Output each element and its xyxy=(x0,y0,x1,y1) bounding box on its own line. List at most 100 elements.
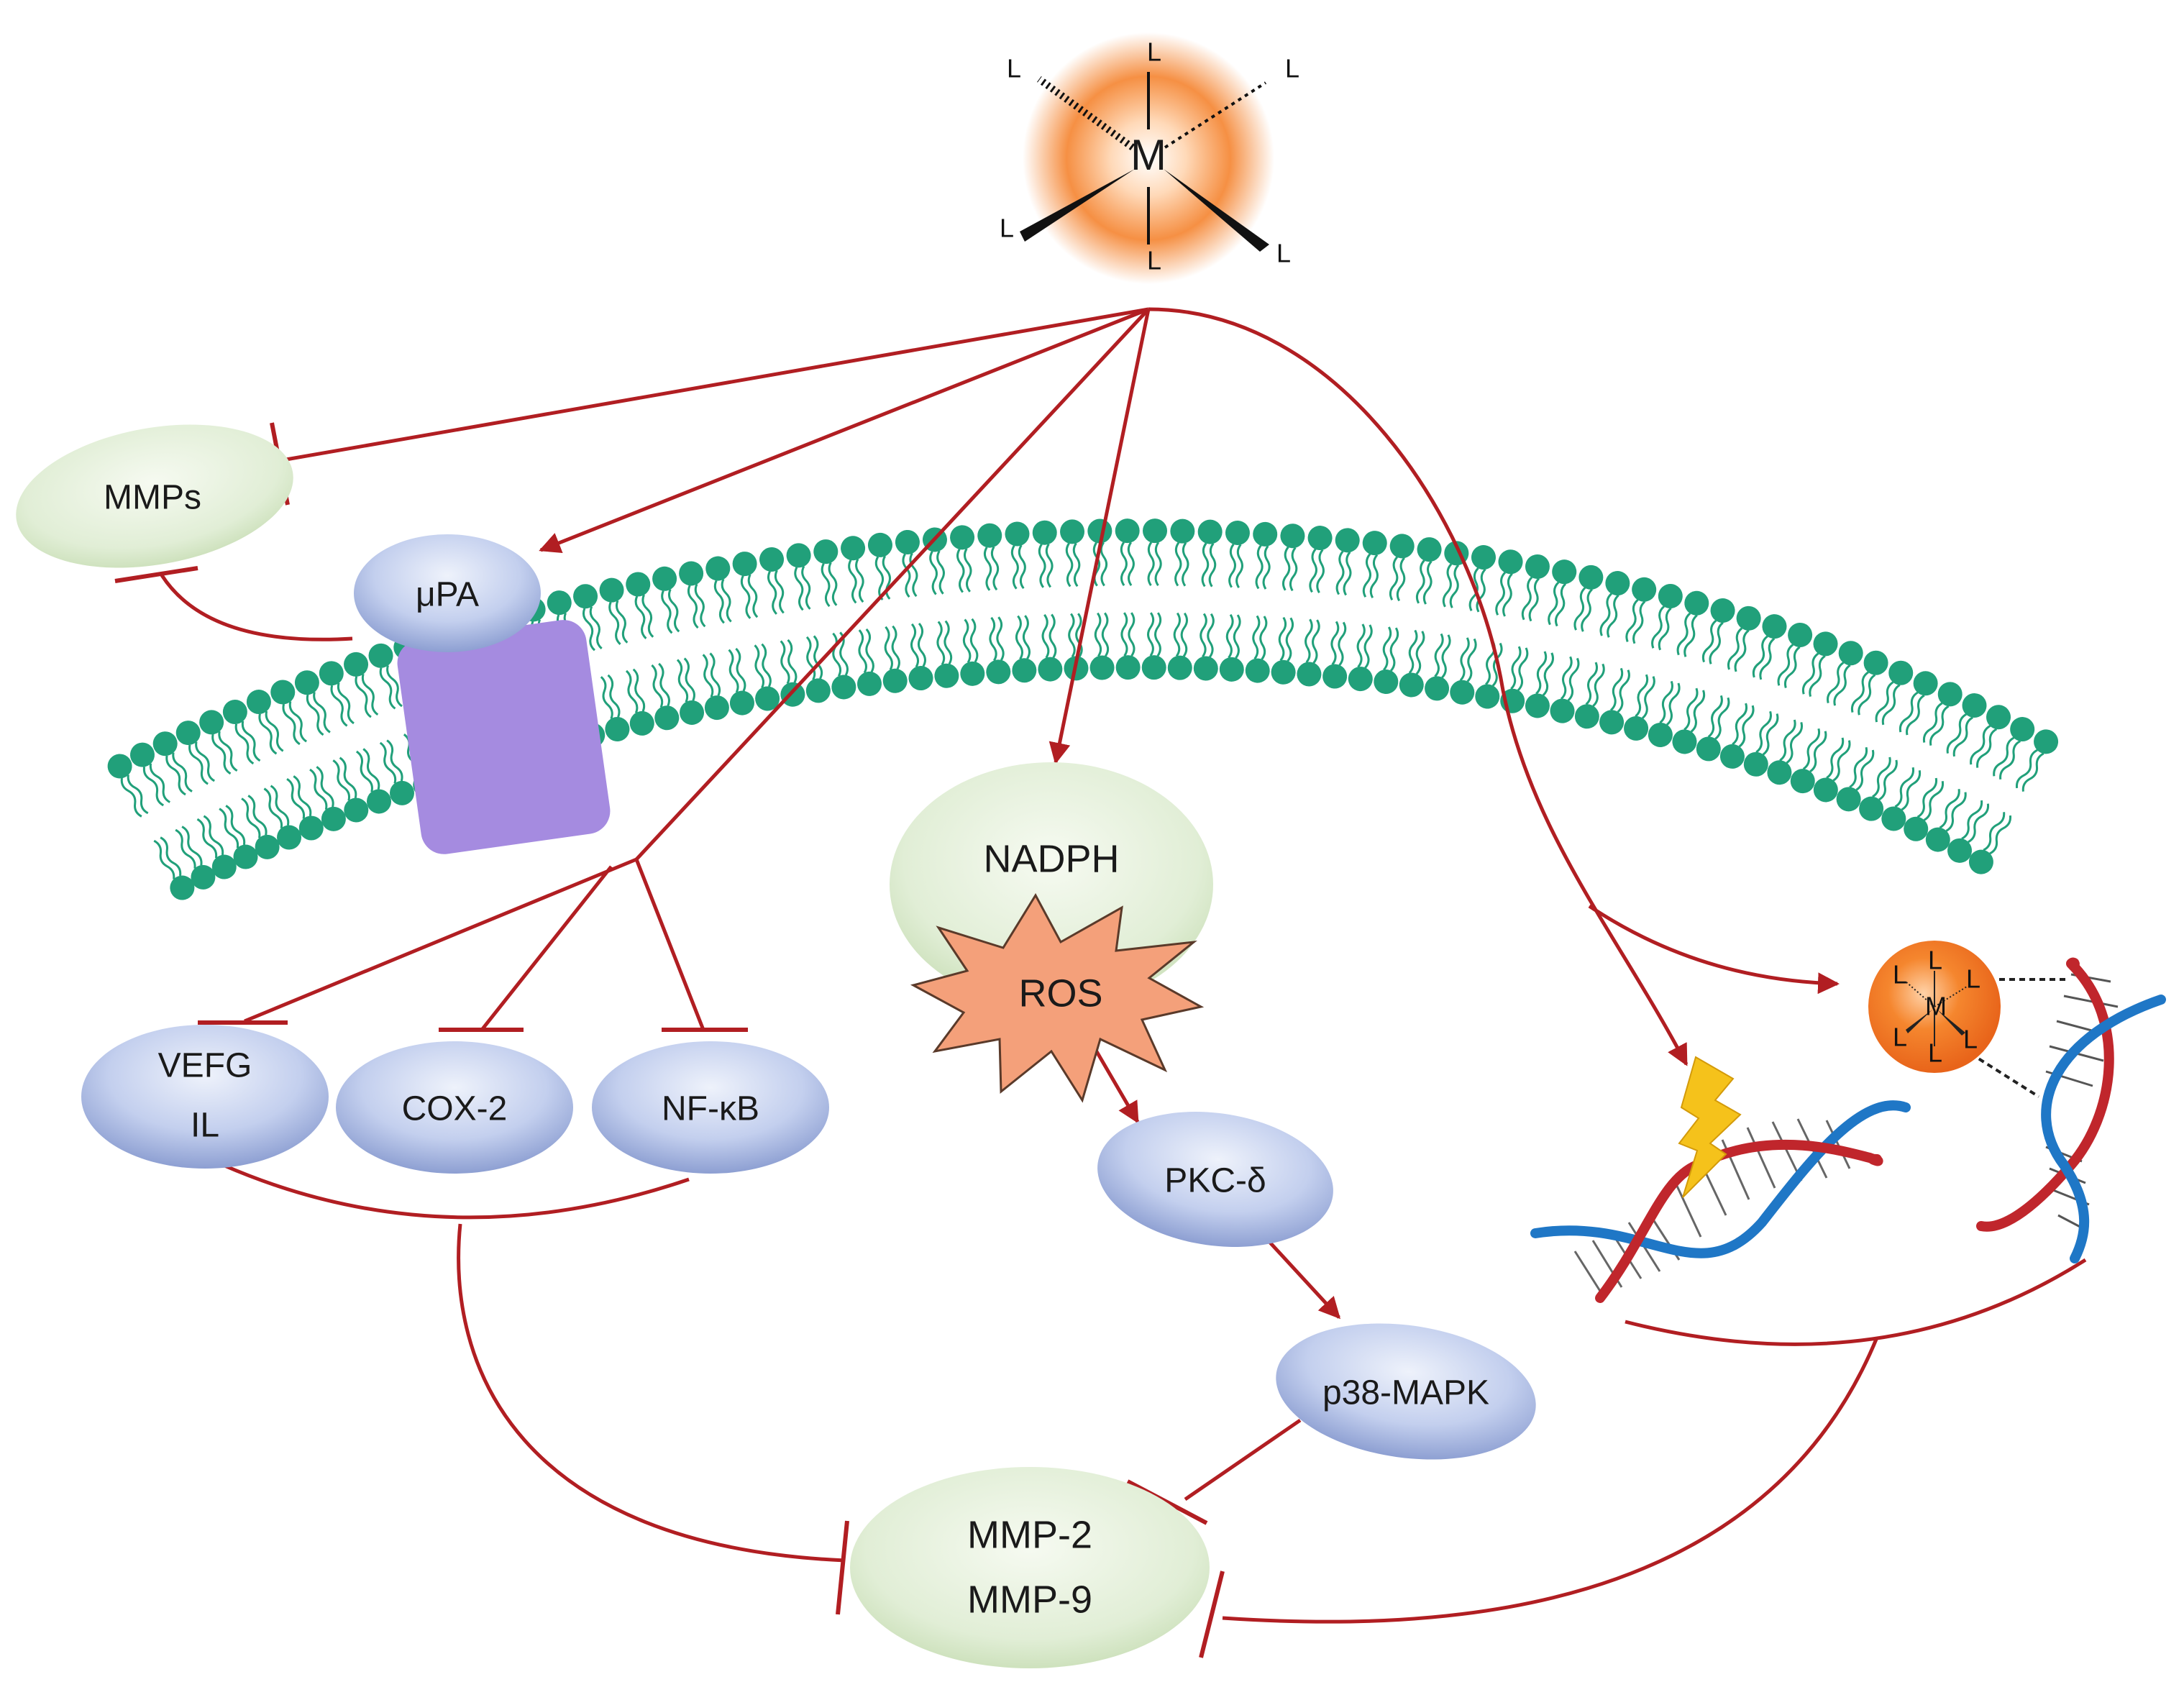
small-ligand-5: L xyxy=(1928,1038,1942,1068)
edge-branch-vegf xyxy=(244,857,637,1023)
ligand-top-left: L xyxy=(1007,54,1021,83)
node-mmps: MMPs xyxy=(16,424,293,568)
bond-hashed-left xyxy=(1037,76,1135,151)
bracket-cytokines xyxy=(222,1163,690,1220)
dna-strand-red-left-tail xyxy=(1865,1153,1883,1166)
edge-branch-cox xyxy=(480,865,613,1031)
edge-branch-nfkb xyxy=(634,859,705,1030)
lipid-inner xyxy=(1087,611,1116,682)
lipid-outer xyxy=(1248,520,1279,591)
dna-damage xyxy=(1530,1056,1911,1303)
ligand-bottom: L xyxy=(1147,246,1161,275)
edge-cytokines-to-mmp xyxy=(457,1223,846,1563)
lipid-inner xyxy=(1166,611,1194,682)
il-label: IL xyxy=(191,1107,219,1145)
lipid-inner xyxy=(1294,617,1327,689)
ligand-bottom-left: L xyxy=(1000,214,1014,243)
lipid-outer xyxy=(1382,531,1417,603)
small-ligand-4: L xyxy=(1893,1023,1907,1052)
lipid-inner xyxy=(1034,613,1064,683)
inhibit-bar-mmps-upa xyxy=(114,566,198,583)
mmps-label: MMPs xyxy=(104,479,201,517)
lipid-inner xyxy=(928,619,961,690)
lipid-outer xyxy=(1031,518,1061,589)
lipid-inner xyxy=(145,832,200,905)
lipid-outer xyxy=(1435,538,1472,611)
edge-complex-to-dna xyxy=(1148,307,1689,1066)
small-ligand-2: L xyxy=(1893,960,1907,989)
edge-complex-to-upa xyxy=(539,307,1149,553)
small-metal-complex: M L L L L L L xyxy=(1868,941,2001,1073)
edges xyxy=(114,307,2087,1658)
bracket-dna xyxy=(1625,1258,2087,1346)
small-ligand-6: L xyxy=(1963,1025,1978,1054)
small-ligand-1: L xyxy=(1928,946,1942,975)
mmp9-label: MMP-9 xyxy=(967,1578,1092,1621)
lipid-inner xyxy=(876,623,910,696)
small-metal-label: M xyxy=(1925,992,1947,1021)
ligand-bottom-right: L xyxy=(1276,239,1291,268)
bond-wedge-right xyxy=(1164,169,1269,252)
lipid-outer xyxy=(783,540,820,613)
lipid-inner xyxy=(955,617,987,688)
lipid-outer xyxy=(1356,528,1389,600)
edge-complex-to-mmps xyxy=(281,307,1149,462)
pkc-label: PKC-δ xyxy=(1164,1162,1266,1200)
lipid-outer xyxy=(1302,524,1335,595)
p38-label: p38-MAPK xyxy=(1322,1374,1489,1412)
lipid-outer xyxy=(838,533,873,605)
lipid-inner xyxy=(1008,613,1038,685)
complex-glow xyxy=(1023,32,1274,284)
lipid-outer xyxy=(975,521,1007,593)
lightning-icon xyxy=(1678,1056,1742,1198)
dna-strand-red-right xyxy=(1976,959,2114,1232)
nadph-label: NADPH xyxy=(983,837,1119,880)
metal-label: M xyxy=(1130,131,1166,179)
node-vegf-il: VEFG IL xyxy=(81,1025,329,1169)
lipid-inner xyxy=(1320,619,1353,691)
lipid-outer xyxy=(1275,521,1307,593)
inhibit-bar-mmp-right xyxy=(1199,1571,1225,1658)
mmp2-label: MMP-2 xyxy=(967,1513,1092,1556)
ros-burst xyxy=(910,892,1205,1103)
lipid-outer xyxy=(1003,520,1033,590)
lipid-inner xyxy=(1141,611,1168,681)
ligand-top: L xyxy=(1147,37,1161,67)
ligand-top-right: L xyxy=(1285,54,1299,83)
lipid-outer xyxy=(865,530,900,602)
node-ros: ROS xyxy=(910,892,1205,1103)
inhibit-bar-mmp-left xyxy=(836,1520,849,1615)
upa-label: μPA xyxy=(416,576,479,614)
node-cox2: COX-2 xyxy=(336,1041,573,1174)
lipid-outer xyxy=(1222,518,1252,590)
node-mmp2-mmp9: MMP-2 MMP-9 xyxy=(850,1467,1210,1668)
lipid-inner xyxy=(1114,611,1142,681)
node-upa: μPA xyxy=(354,534,541,652)
lipid-outer xyxy=(1114,517,1141,587)
lipid-inner xyxy=(902,621,936,693)
dna-strand-blue-right xyxy=(2041,995,2166,1263)
cox2-label: COX-2 xyxy=(402,1090,508,1128)
dna-strand-blue-left xyxy=(1530,1100,1911,1258)
nfkb-label: NF-κB xyxy=(662,1090,759,1128)
node-nfkb: NF-κB xyxy=(592,1041,829,1174)
dna-binding: M L L L L L L xyxy=(1868,941,2166,1263)
lipid-outer xyxy=(1168,517,1197,588)
lipid-outer xyxy=(1141,517,1169,587)
lipid-inner xyxy=(1963,807,2019,880)
lipid-inner xyxy=(982,615,1013,686)
small-ligand-3: L xyxy=(1966,964,1980,994)
edge-complex-to-nadph xyxy=(1048,308,1151,764)
vegf-label: VEFG xyxy=(158,1047,252,1085)
lipid-inner xyxy=(1243,614,1274,685)
lipid-outer xyxy=(1194,518,1224,588)
edge-dna-to-mmp xyxy=(1222,1337,1879,1624)
lipid-inner xyxy=(1345,622,1380,694)
bond-wedge-left xyxy=(1020,169,1135,242)
lipid-outer xyxy=(1059,518,1087,588)
lipid-inner xyxy=(1269,616,1301,687)
inhibit-bar-mmp-p38 xyxy=(1126,1479,1208,1525)
node-p38: p38-MAPK xyxy=(1276,1323,1536,1460)
upa-receptor xyxy=(397,620,611,854)
